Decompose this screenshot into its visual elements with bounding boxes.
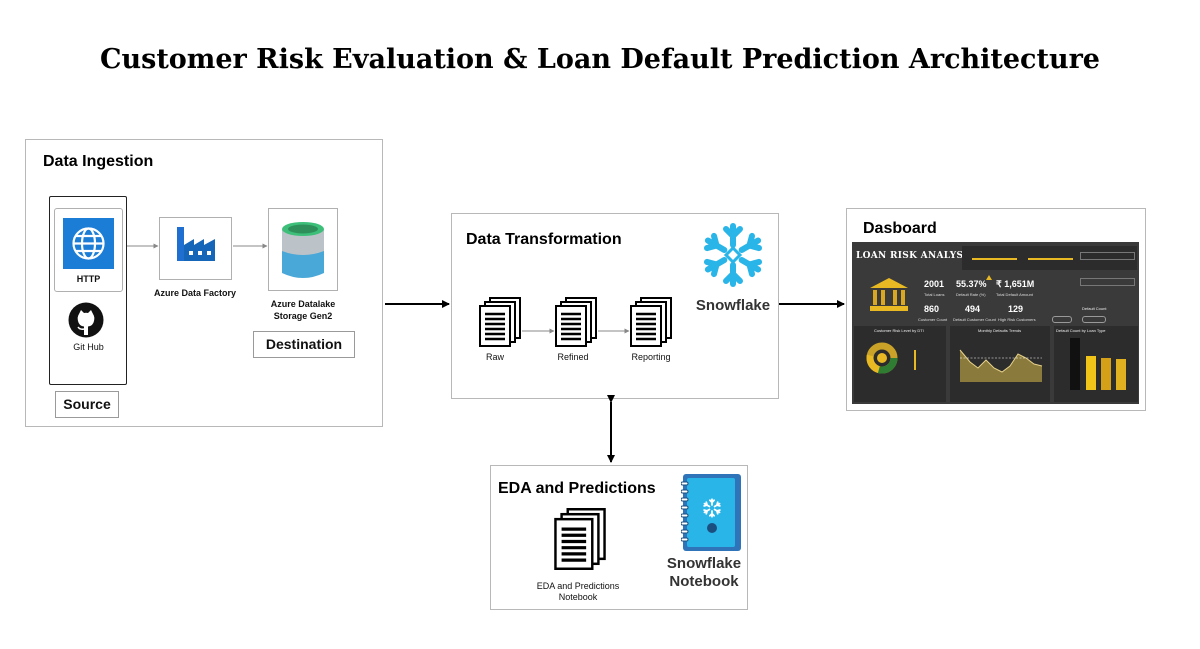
- eda-notebook-label-line2: Notebook: [558, 592, 598, 602]
- data-ingestion-title: Data Ingestion: [43, 153, 154, 170]
- raw-document-stack-icon: [478, 296, 522, 348]
- raw-layer-label: Raw: [485, 352, 504, 362]
- adf-factory-icon: [175, 225, 217, 263]
- snowflake-notebook-label-line2: Notebook: [669, 573, 739, 590]
- bank-building-icon: [868, 276, 910, 312]
- kpi-value: ₹ 1,651M: [996, 279, 1035, 289]
- http-label: HTTP: [76, 274, 101, 284]
- snowflake-notebook-icon: [680, 474, 741, 551]
- diagram-title: Customer Risk Evaluation & Loan Default …: [100, 44, 1100, 75]
- refined-layer-label: Refined: [557, 352, 589, 362]
- kpi-label: Default Customer Count: [953, 317, 996, 322]
- snowflake-notebook-label-line1: Snowflake: [666, 555, 742, 572]
- kpi-label: Total Loans: [924, 292, 945, 297]
- filter-dropdown: [1080, 278, 1135, 286]
- reporting-document-stack-icon: [629, 296, 673, 348]
- datalake-label-line2: Storage Gen2: [273, 311, 333, 321]
- dashboard-report-title: LOAN RISK ANALYSIS: [856, 251, 975, 261]
- filter-dropdown: [1080, 252, 1135, 260]
- filter-slider: [972, 258, 1017, 260]
- kpi-label: Customer Count: [918, 317, 948, 322]
- datalake-storage-icon: [280, 221, 326, 281]
- reporting-layer-label: Reporting: [631, 352, 671, 362]
- donut-legend: [914, 350, 938, 370]
- kpi-value: 55.37%: [956, 279, 987, 289]
- github-icon: [68, 302, 104, 338]
- source-tag: Source: [55, 391, 119, 418]
- kpi-value: 129: [1008, 304, 1024, 314]
- kpi-label: Total Default Amount: [996, 292, 1033, 297]
- toggle-button: [1082, 316, 1106, 323]
- eda-predictions-title: EDA and Predictions: [498, 480, 656, 497]
- default-count-title: Default Count: [1082, 306, 1107, 311]
- eda-notebook-document-stack-icon: [553, 507, 607, 571]
- snowflake-label: Snowflake: [695, 297, 771, 314]
- monthly-defaults-area-chart: [956, 336, 1046, 384]
- data-transformation-title: Data Transformation: [466, 231, 622, 248]
- kpi-value: 494: [965, 304, 981, 314]
- refined-document-stack-icon: [554, 296, 598, 348]
- warning-icon: [986, 275, 992, 280]
- eda-notebook-label-line1: EDA and Predictions: [536, 581, 620, 591]
- snowflake-logo-icon: [699, 222, 767, 288]
- loan-risk-dashboard-thumbnail: LOAN RISK ANALYSIS 2001 Total Loans 55.3…: [852, 242, 1139, 404]
- bar-chart-title: Default Count by Loan Type: [1056, 328, 1106, 333]
- loan-type-bar-chart: [1068, 334, 1132, 392]
- datalake-label-line1: Azure Datalake: [270, 299, 336, 309]
- kpi-label: High Risk Customers: [998, 317, 1036, 322]
- dashboard-title: Dasboard: [863, 220, 937, 237]
- kpi-value: 860: [924, 304, 940, 314]
- adf-label: Azure Data Factory: [153, 288, 237, 298]
- filter-slider: [1028, 258, 1073, 260]
- kpi-label: Default Rate (%): [956, 292, 986, 297]
- toggle-button: [1052, 316, 1072, 323]
- kpi-value: 2001: [924, 279, 945, 289]
- trend-chart-title: Monthly Defaults Trends: [978, 328, 1022, 333]
- destination-tag: Destination: [253, 331, 355, 358]
- donut-chart-title: Customer Risk Level by DTI: [874, 328, 924, 333]
- http-globe-icon: [63, 218, 114, 269]
- donut-chart: [866, 342, 898, 374]
- github-label: Git Hub: [73, 342, 104, 352]
